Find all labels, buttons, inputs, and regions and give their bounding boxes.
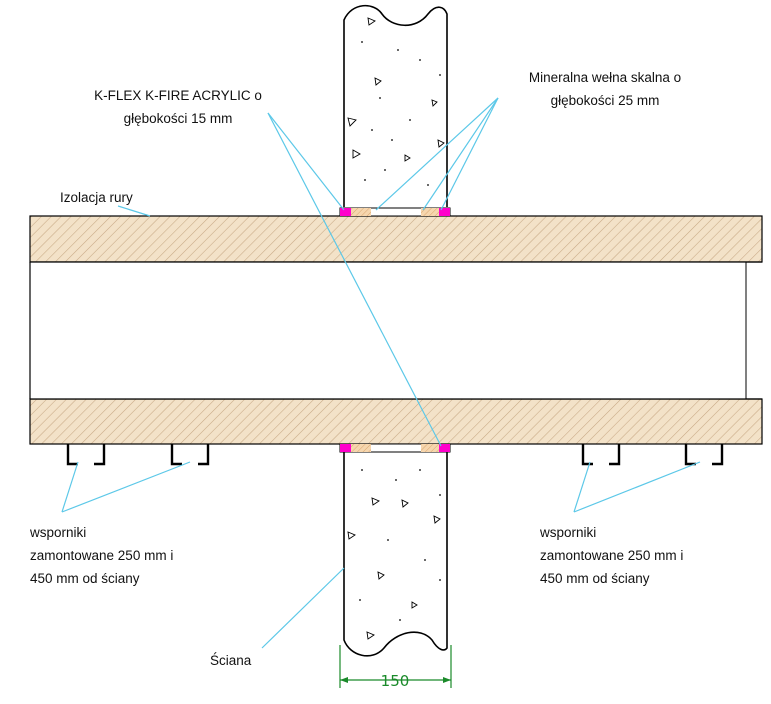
label-wool-line2: głębokości 25 mm bbox=[551, 93, 660, 108]
mineral-wool-mark bbox=[421, 444, 439, 452]
mineral-wool-mark bbox=[351, 444, 371, 452]
acrylic-sealant-mark bbox=[439, 208, 450, 216]
acrylic-sealant-mark bbox=[439, 444, 450, 452]
dimension-150: 150 bbox=[339, 645, 452, 690]
seal-lower bbox=[339, 443, 451, 453]
support-bracket bbox=[684, 444, 724, 466]
pipe-bore bbox=[29, 261, 762, 400]
wall-lower bbox=[343, 452, 448, 657]
acrylic-sealant-mark bbox=[340, 444, 351, 452]
mineral-wool-mark bbox=[421, 208, 439, 216]
label-supports-right-line3: 450 mm od ściany bbox=[540, 571, 650, 586]
acrylic-sealant-mark bbox=[340, 208, 351, 216]
support-bracket bbox=[170, 444, 210, 466]
wall-upper bbox=[343, 4, 448, 207]
dimension-label: 150 bbox=[381, 672, 410, 690]
label-supports-left-line1: wsporniki bbox=[29, 525, 86, 540]
label-kflex-line1: K-FLEX K-FIRE ACRYLIC o bbox=[94, 88, 262, 103]
leader-lines bbox=[61, 97, 701, 649]
support-bracket bbox=[581, 444, 621, 466]
label-kflex-line2: głębokości 15 mm bbox=[124, 111, 233, 126]
label-insulation: Izolacja rury bbox=[60, 190, 133, 205]
label-supports-left-line3: 450 mm od ściany bbox=[30, 571, 140, 586]
pipe-insulation-upper bbox=[29, 215, 763, 263]
support-bracket bbox=[66, 444, 106, 466]
mineral-wool-mark bbox=[351, 208, 371, 216]
label-supports-right-line1: wsporniki bbox=[539, 525, 596, 540]
label-wool-line1: Mineralna wełna skalna o bbox=[529, 70, 681, 85]
label-wall: Ściana bbox=[210, 653, 252, 668]
pipe-insulation-lower bbox=[29, 398, 763, 445]
seal-upper bbox=[339, 207, 451, 217]
label-supports-left-line2: zamontowane 250 mm i bbox=[30, 548, 173, 563]
label-supports-right-line2: zamontowane 250 mm i bbox=[540, 548, 683, 563]
